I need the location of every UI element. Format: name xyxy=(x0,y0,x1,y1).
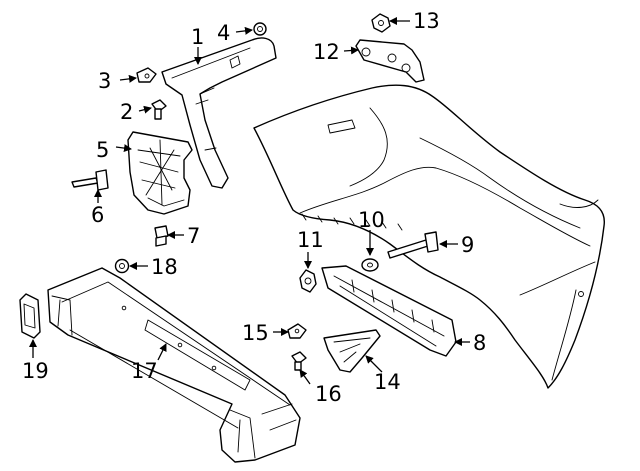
part-1-bracket xyxy=(161,37,277,189)
callout-1: 1 xyxy=(191,25,204,49)
callout-4: 4 xyxy=(217,21,230,45)
callout-14: 14 xyxy=(374,370,401,394)
part-2-bolt xyxy=(151,99,167,120)
callout-17: 17 xyxy=(131,359,158,383)
part-13-clip xyxy=(371,13,391,33)
callout-16: 16 xyxy=(315,382,342,406)
part-17-beam xyxy=(47,267,301,463)
leader-12 xyxy=(343,46,359,55)
part-19-pad xyxy=(19,293,41,339)
callout-13: 13 xyxy=(413,9,440,33)
callout-5: 5 xyxy=(96,138,109,162)
part-3-clip xyxy=(136,67,157,83)
leader-4 xyxy=(235,26,253,35)
leader-lines xyxy=(29,17,470,385)
part-15-clip xyxy=(287,323,307,339)
callout-3: 3 xyxy=(98,69,111,93)
part-7-clip xyxy=(154,225,169,247)
callout-19: 19 xyxy=(22,359,49,383)
part-4-nut xyxy=(253,22,267,36)
callout-8: 8 xyxy=(473,331,486,355)
leader-3 xyxy=(119,74,137,83)
part-6-pin xyxy=(71,169,109,191)
part-10-washer xyxy=(361,258,379,272)
leader-14 xyxy=(365,355,383,373)
callout-11: 11 xyxy=(297,228,324,252)
callout-7: 7 xyxy=(187,224,200,248)
leader-16 xyxy=(299,369,311,385)
part-5-bracket xyxy=(127,131,193,215)
leader-5 xyxy=(115,144,132,153)
leader-2 xyxy=(138,105,152,114)
callout-9: 9 xyxy=(461,233,474,257)
callout-15: 15 xyxy=(242,321,269,345)
leader-17 xyxy=(157,343,167,361)
part-12-bracket xyxy=(355,39,425,83)
callout-18: 18 xyxy=(151,255,178,279)
part-9-pin xyxy=(387,231,439,259)
callout-12: 12 xyxy=(313,40,340,64)
callout-10: 10 xyxy=(358,208,385,232)
part-16-bolt xyxy=(291,351,307,371)
callout-2: 2 xyxy=(120,100,133,124)
part-14-bracket xyxy=(323,329,381,373)
callout-numbers: 1 2 3 4 5 6 7 8 9 10 11 12 13 14 15 16 1… xyxy=(22,9,486,406)
callout-6: 6 xyxy=(91,203,104,227)
part-11-nut xyxy=(299,269,317,293)
part-8-absorber xyxy=(321,265,457,357)
part-18-nut xyxy=(114,258,130,274)
